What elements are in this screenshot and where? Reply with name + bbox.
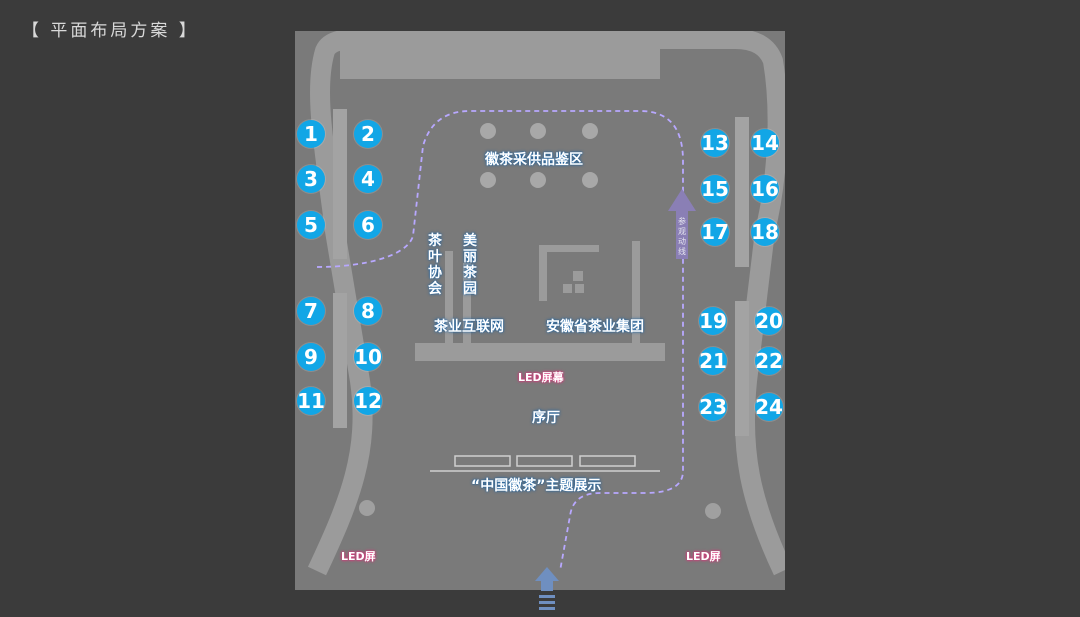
booth-1[interactable]: 1: [297, 120, 325, 148]
booth-18[interactable]: 18: [751, 218, 779, 246]
led-wall: [415, 343, 665, 361]
route-arrow-body: [676, 209, 688, 259]
preface-hall-label: 序厅: [532, 410, 560, 426]
booth-10[interactable]: 10: [354, 343, 382, 371]
booth-2[interactable]: 2: [354, 120, 382, 148]
booth-14[interactable]: 14: [751, 129, 779, 157]
booth-12[interactable]: 12: [354, 387, 382, 415]
group-block-b: [563, 284, 572, 293]
route-arrow-head: [668, 189, 696, 211]
route-label: 参观动线: [678, 217, 686, 256]
booth-8[interactable]: 8: [354, 297, 382, 325]
booth-17[interactable]: 17: [701, 218, 729, 246]
booth-19[interactable]: 19: [699, 307, 727, 335]
booth-7[interactable]: 7: [297, 297, 325, 325]
group-wall-c: [632, 241, 640, 343]
tasting-zone-label: 徽茶采供品鉴区: [485, 152, 583, 168]
led-screen-label: LED屏幕: [518, 371, 564, 384]
booth-24[interactable]: 24: [755, 393, 783, 421]
booth-16[interactable]: 16: [751, 175, 779, 203]
led-left-label: LED屏: [341, 550, 376, 563]
floor-plan-walls: [307, 31, 785, 576]
floor-plan: 参观动线 1 2 3 4 5 6 7 8 9 10 11 12 13 14 15…: [295, 31, 785, 590]
tea-garden-label: 美丽茶园: [463, 233, 477, 297]
booth-11[interactable]: 11: [297, 387, 325, 415]
booth-wall-b: [463, 263, 471, 343]
booth-3[interactable]: 3: [297, 165, 325, 193]
booth-23[interactable]: 23: [699, 393, 727, 421]
booth-13[interactable]: 13: [701, 129, 729, 157]
group-block-c: [575, 284, 584, 293]
booth-15[interactable]: 15: [701, 175, 729, 203]
booth-6[interactable]: 6: [354, 211, 382, 239]
group-wall-b: [539, 245, 599, 252]
right-spine-upper: [735, 117, 749, 267]
tea-association-label: 茶叶协会: [428, 233, 442, 297]
tasting-tables: [480, 123, 598, 188]
booth-9[interactable]: 9: [297, 343, 325, 371]
exhibition-counters: [430, 455, 660, 472]
booth-5[interactable]: 5: [297, 211, 325, 239]
booth-22[interactable]: 22: [755, 347, 783, 375]
entrance-arrow-icon: [535, 567, 559, 610]
booth-4[interactable]: 4: [354, 165, 382, 193]
right-spine-lower: [735, 301, 749, 436]
page-title: 【 平面布局方案 】: [22, 21, 199, 41]
theme-exhibition-label: “中国徽茶”主题展示: [471, 478, 602, 494]
planters: [359, 500, 721, 519]
booth-20[interactable]: 20: [755, 307, 783, 335]
top-block: [340, 39, 660, 79]
group-wall-a: [539, 245, 547, 301]
group-block-a: [573, 271, 583, 281]
anhui-tea-group-label: 安徽省茶业集团: [546, 319, 644, 335]
booth-21[interactable]: 21: [699, 347, 727, 375]
visitor-route: [316, 110, 684, 572]
left-spine-lower: [333, 293, 347, 428]
tea-internet-label: 茶业互联网: [434, 319, 504, 335]
booth-wall-a: [445, 251, 453, 343]
led-right-label: LED屏: [686, 550, 721, 563]
left-spine-upper: [333, 109, 347, 259]
